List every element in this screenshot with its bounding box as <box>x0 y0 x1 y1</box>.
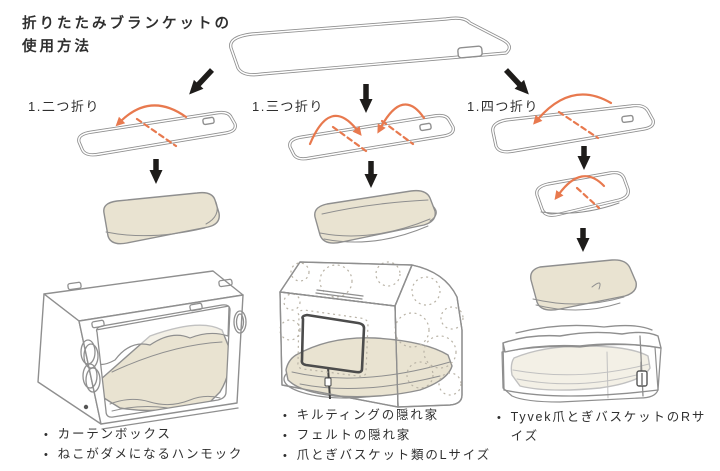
blanket-tab <box>621 114 634 124</box>
fold-arc-arrow-icon <box>377 103 426 134</box>
list-item: • 爪とぎバスケット類のLサイズ <box>283 446 491 466</box>
fold-line <box>575 186 601 210</box>
three-fold-result-blanket <box>314 189 437 244</box>
page-title: 折りたたみブランケットの 使用方法 <box>22 13 232 59</box>
fold-line <box>331 125 368 153</box>
product-name: ねこがダメになるハンモック <box>57 447 244 461</box>
title-line-2: 使用方法 <box>22 39 92 55</box>
list-item: • Tyvek爪とぎバスケットのRサイズ <box>497 408 720 446</box>
four-fold-step2-diagram <box>535 170 630 217</box>
fold-line <box>380 119 415 146</box>
zipper-slider <box>324 377 332 387</box>
slot <box>67 281 82 291</box>
slot <box>189 302 203 312</box>
product-list-four-fold: • Tyvek爪とぎバスケットのRサイズ <box>497 408 720 446</box>
list-item: • カーテンボックス <box>44 425 243 445</box>
bullet-icon: • <box>497 412 503 424</box>
step-label-four-fold: 1.四つ折り <box>467 99 539 114</box>
product-name: フェルトの隠れ家 <box>296 428 412 442</box>
stud <box>83 404 89 410</box>
product-name: Tyvek爪とぎバスケットのRサイズ <box>510 410 707 443</box>
bullet-icon: • <box>283 450 289 462</box>
blanket-tab <box>202 116 215 126</box>
down-left-arrow-icon <box>189 68 215 95</box>
side-ring <box>233 310 247 334</box>
quilted-hideout-illustration <box>279 261 464 408</box>
slot <box>91 319 105 329</box>
product-name: カーテンボックス <box>57 427 172 441</box>
fold-arc-arrow-icon <box>308 114 362 146</box>
down-right-arrow-icon <box>503 68 529 95</box>
product-name: 爪とぎバスケット類のLサイズ <box>296 448 491 462</box>
bullet-icon: • <box>283 430 289 442</box>
product-list-three-fold: • キルティングの隠れ家 • フェルトの隠れ家 • 爪とぎバスケット類のLサイズ <box>283 406 491 466</box>
step-label-two-fold: 1.二つ折り <box>28 99 100 114</box>
fold-line <box>135 117 178 148</box>
slot <box>218 278 233 288</box>
bullet-icon: • <box>44 449 50 461</box>
blanket-tab <box>457 45 483 59</box>
four-fold-step1-diagram <box>491 93 655 154</box>
bullet-icon: • <box>283 410 289 422</box>
fold-arc-arrow-icon <box>554 175 606 201</box>
product-name: キルティングの隠れ家 <box>296 408 439 422</box>
two-fold-result-blanket <box>103 191 220 245</box>
hideout-window <box>300 313 366 374</box>
list-item: • フェルトの隠れ家 <box>283 426 491 446</box>
fold-arc-arrow-icon <box>115 104 188 127</box>
two-fold-diagram <box>77 104 237 157</box>
basket-rim <box>502 331 662 353</box>
tyvek-basket-illustration <box>501 324 662 403</box>
curtain-film <box>96 305 230 366</box>
flat-blanket-full <box>229 16 511 77</box>
quilting-pattern <box>279 261 464 396</box>
three-fold-diagram <box>288 103 455 161</box>
list-item: • ねこがダメになるハンモック <box>44 445 243 465</box>
fold-line <box>557 110 600 140</box>
title-line-1: 折りたたみブランケットの <box>22 16 232 32</box>
curtain-box-illustration <box>37 270 247 430</box>
side-ring <box>82 363 98 389</box>
list-item: • キルティングの隠れ家 <box>283 406 491 426</box>
bullet-icon: • <box>44 429 50 441</box>
four-fold-result-blanket <box>530 259 637 311</box>
blanket-tab <box>419 122 432 132</box>
fold-arc-arrow-icon <box>533 93 613 125</box>
product-list-two-fold: • カーテンボックス • ねこがダメになるハンモック <box>44 425 243 465</box>
step-label-three-fold: 1.三つ折り <box>252 99 324 114</box>
